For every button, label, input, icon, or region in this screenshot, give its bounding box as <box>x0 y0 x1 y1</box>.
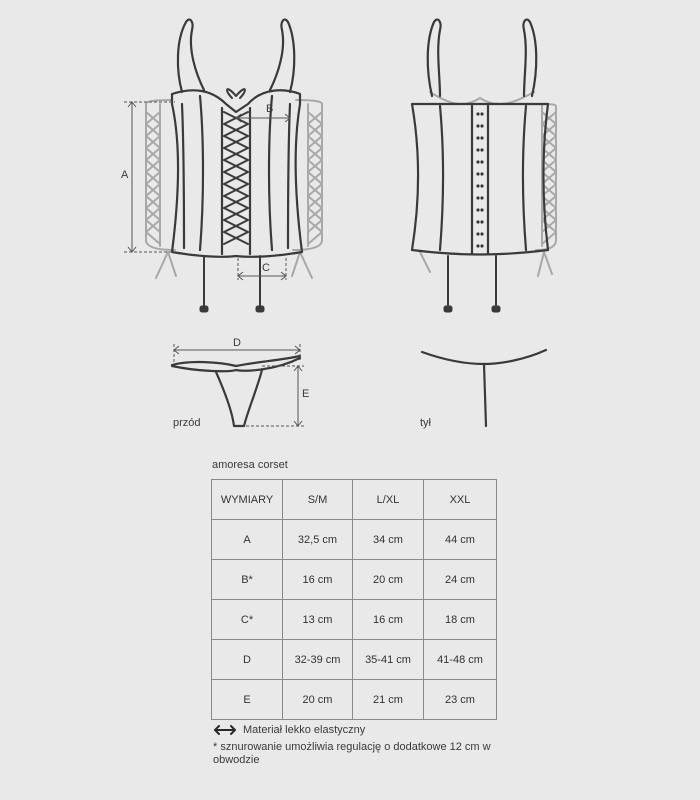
table-cell: 41-48 cm <box>423 639 497 680</box>
table-cell: 16 cm <box>282 559 353 600</box>
row-label: B* <box>211 559 283 600</box>
table-title: amoresa corset <box>212 459 288 471</box>
thong-front-drawing <box>170 354 302 428</box>
thong-back-drawing <box>420 348 548 428</box>
garment-diagram: A B C <box>121 18 557 429</box>
table-cell: 16 cm <box>352 599 424 640</box>
table-row: C* 13 cm 16 cm 18 cm <box>211 599 497 640</box>
corset-front-drawing <box>145 18 323 313</box>
table-cell: 44 cm <box>423 519 497 560</box>
table-cell: 21 cm <box>352 679 424 720</box>
table-cell: 23 cm <box>423 679 497 720</box>
dimension-e-label: E <box>302 388 309 400</box>
size-table: WYMIARY S/M L/XL XXL A 32,5 cm 34 cm 44 … <box>211 479 497 720</box>
legend-elastic: Materiał lekko elastyczny <box>213 724 365 736</box>
dimension-e-marker <box>246 365 304 427</box>
dimension-a-label: A <box>121 169 129 181</box>
table-cell: 20 cm <box>352 559 424 600</box>
table-cell: 32-39 cm <box>282 639 353 680</box>
dimension-b-label: B <box>266 103 273 115</box>
row-label: E <box>211 679 283 720</box>
dimension-c-marker <box>237 258 287 281</box>
dimension-d-label: D <box>233 337 241 349</box>
table-cell: 13 cm <box>282 599 353 640</box>
legend-elastic-label: Materiał lekko elastyczny <box>243 724 366 736</box>
table-row: D 32-39 cm 35-41 cm 41-48 cm <box>211 639 497 680</box>
table-row: E 20 cm 21 cm 23 cm <box>211 679 497 720</box>
table-cell: 34 cm <box>352 519 424 560</box>
column-header: WYMIARY <box>211 479 283 520</box>
table-cell: 20 cm <box>282 679 353 720</box>
dimension-c-label: C <box>262 262 270 274</box>
view-label-front: przód <box>173 417 201 429</box>
table-cell: 18 cm <box>423 599 497 640</box>
column-header: S/M <box>282 479 353 520</box>
table-header-row: WYMIARY S/M L/XL XXL <box>211 479 497 520</box>
table-row: B* 16 cm 20 cm 24 cm <box>211 559 497 600</box>
table-cell: 35-41 cm <box>352 639 424 680</box>
row-label: A <box>211 519 283 560</box>
corset-back-drawing <box>410 18 557 313</box>
dimension-b-marker <box>235 113 291 123</box>
row-label: D <box>211 639 283 680</box>
column-header: XXL <box>423 479 497 520</box>
dimension-a-marker <box>124 101 175 253</box>
table-cell: 32,5 cm <box>282 519 353 560</box>
table-row: A 32,5 cm 34 cm 44 cm <box>211 519 497 560</box>
column-header: L/XL <box>352 479 424 520</box>
double-arrow-icon <box>214 725 236 735</box>
dimension-d-marker <box>173 344 301 364</box>
row-label: C* <box>211 599 283 640</box>
table-cell: 24 cm <box>423 559 497 600</box>
view-label-back: tył <box>420 417 432 429</box>
footnote: * sznurowanie umożliwia regulację o doda… <box>213 741 491 766</box>
